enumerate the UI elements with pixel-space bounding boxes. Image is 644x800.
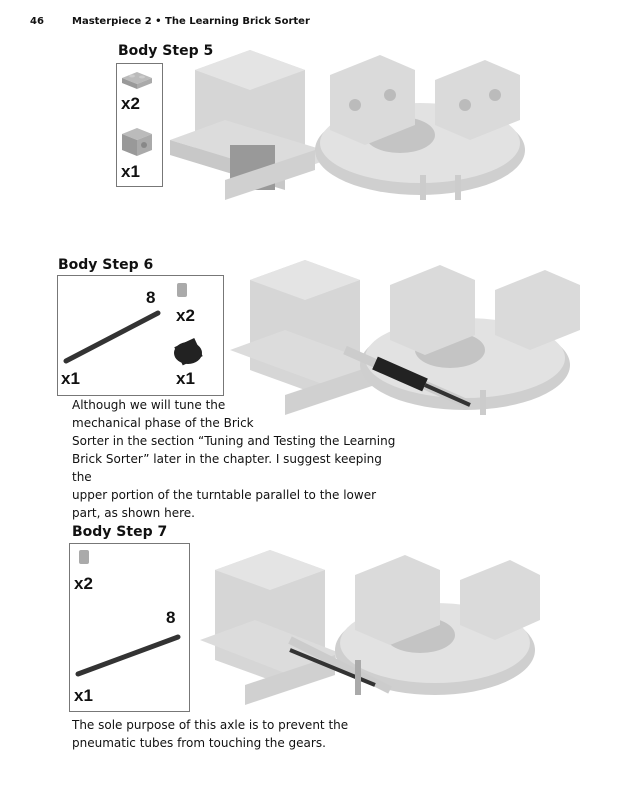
note-line: Although we will tune the — [72, 398, 226, 412]
step-7-parts-box: x2 8 x1 — [69, 543, 190, 712]
axle-icon — [75, 634, 181, 677]
axle-icon — [63, 310, 161, 364]
part-qty: x2 — [74, 574, 93, 593]
step-7-note: The sole purpose of this axle is to prev… — [72, 716, 402, 752]
note-line: part, as shown here. — [72, 506, 195, 520]
part-qty: x1 — [61, 369, 80, 388]
step-7-title: Body Step 7 — [72, 524, 168, 540]
note-line: Brick Sorter” later in the chapter. I su… — [72, 452, 382, 484]
note-line: mechanical phase of the Brick — [72, 416, 254, 430]
axle-length: 8 — [166, 608, 176, 627]
part-qty: x2 — [176, 306, 195, 325]
step-5-parts-box: x2 x1 — [116, 63, 163, 187]
worm-gear-icon — [174, 337, 203, 366]
step-6-note: Although we will tune the mechanical pha… — [72, 396, 402, 522]
axle-length: 8 — [146, 288, 156, 307]
running-title: Masterpiece 2 • The Learning Brick Sorte… — [72, 16, 310, 27]
step-6-assembly-illustration — [230, 260, 580, 415]
page-number: 46 — [30, 16, 44, 27]
plate-1x2-icon — [122, 72, 152, 156]
part-qty: x1 — [121, 162, 140, 181]
bushing-icon — [79, 550, 89, 564]
step-6-title: Body Step 6 — [58, 257, 154, 273]
parts-illustration — [63, 283, 203, 366]
parts-illustration — [75, 550, 181, 677]
step-5-title: Body Step 5 — [118, 43, 214, 59]
note-line: Sorter in the section “Tuning and Testin… — [72, 434, 396, 448]
part-qty: x1 — [176, 369, 195, 388]
note-line: pneumatic tubes from touching the gears. — [72, 736, 326, 750]
part-qty: x2 — [121, 94, 140, 113]
note-line: The sole purpose of this axle is to prev… — [72, 718, 349, 732]
bushing-icon — [177, 283, 187, 297]
step-5-assembly-illustration — [170, 50, 525, 200]
part-qty: x1 — [74, 686, 93, 705]
step-6-parts-box: 8 x1 x2 x1 — [57, 275, 224, 396]
step-7-assembly-illustration — [200, 550, 540, 705]
note-line: upper portion of the turntable parallel … — [72, 488, 377, 502]
